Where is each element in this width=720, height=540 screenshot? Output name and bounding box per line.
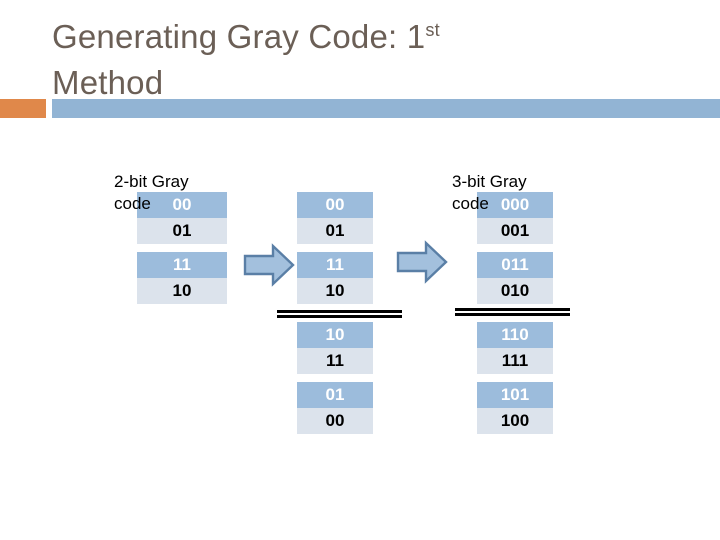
row-spacer xyxy=(477,374,553,382)
page-title-main: Generating Gray Code: 1 xyxy=(52,18,426,55)
row-spacer xyxy=(137,244,227,252)
row-spacer xyxy=(297,374,373,382)
table-row: 01 xyxy=(297,218,373,244)
mirror-divider-right xyxy=(455,308,570,316)
page-title-superscript: st xyxy=(425,20,440,40)
table-row: 00 xyxy=(137,192,227,218)
table-row: 10 xyxy=(297,278,373,304)
table-row: 010 xyxy=(477,278,553,304)
divider-line xyxy=(455,313,570,316)
mirror-divider-middle xyxy=(277,310,402,318)
table-row: 01 xyxy=(137,218,227,244)
table-row: 01 xyxy=(297,382,373,408)
page-title-line2: Method xyxy=(52,64,164,101)
table-row: 011 xyxy=(477,252,553,278)
label-2bit-gray-code: 2-bit Gray code xyxy=(114,172,189,213)
table-row: 110 xyxy=(477,322,553,348)
accent-block xyxy=(0,99,46,118)
arrow-step-1-icon xyxy=(243,243,295,287)
table-middle-top: 00 01 11 10 xyxy=(297,192,373,304)
table-row: 11 xyxy=(137,252,227,278)
divider-line xyxy=(277,315,402,318)
table-row: 101 xyxy=(477,382,553,408)
table-3bit-bottom: 110 111 101 100 xyxy=(477,322,553,434)
table-row: 00 xyxy=(297,192,373,218)
arrow-step-2-icon xyxy=(396,240,448,284)
table-row: 00 xyxy=(297,408,373,434)
divider-line xyxy=(277,310,402,313)
table-row: 100 xyxy=(477,408,553,434)
divider-line xyxy=(455,308,570,311)
table-row: 001 xyxy=(477,218,553,244)
table-middle-bottom: 10 11 01 00 xyxy=(297,322,373,434)
label-3bit-gray-code: 3-bit Gray code xyxy=(452,172,527,213)
table-row: 10 xyxy=(297,322,373,348)
row-spacer xyxy=(297,244,373,252)
table-row: 111 xyxy=(477,348,553,374)
table-2bit-gray-code: 00 01 11 10 xyxy=(137,192,227,304)
table-3bit-top: 000 001 011 010 xyxy=(477,192,553,304)
table-row: 11 xyxy=(297,252,373,278)
table-row: 000 xyxy=(477,192,553,218)
header-bar xyxy=(52,99,720,118)
table-row: 11 xyxy=(297,348,373,374)
row-spacer xyxy=(477,244,553,252)
table-row: 10 xyxy=(137,278,227,304)
divider-gap xyxy=(277,313,402,315)
divider-gap xyxy=(455,311,570,313)
header-rule xyxy=(0,99,720,118)
